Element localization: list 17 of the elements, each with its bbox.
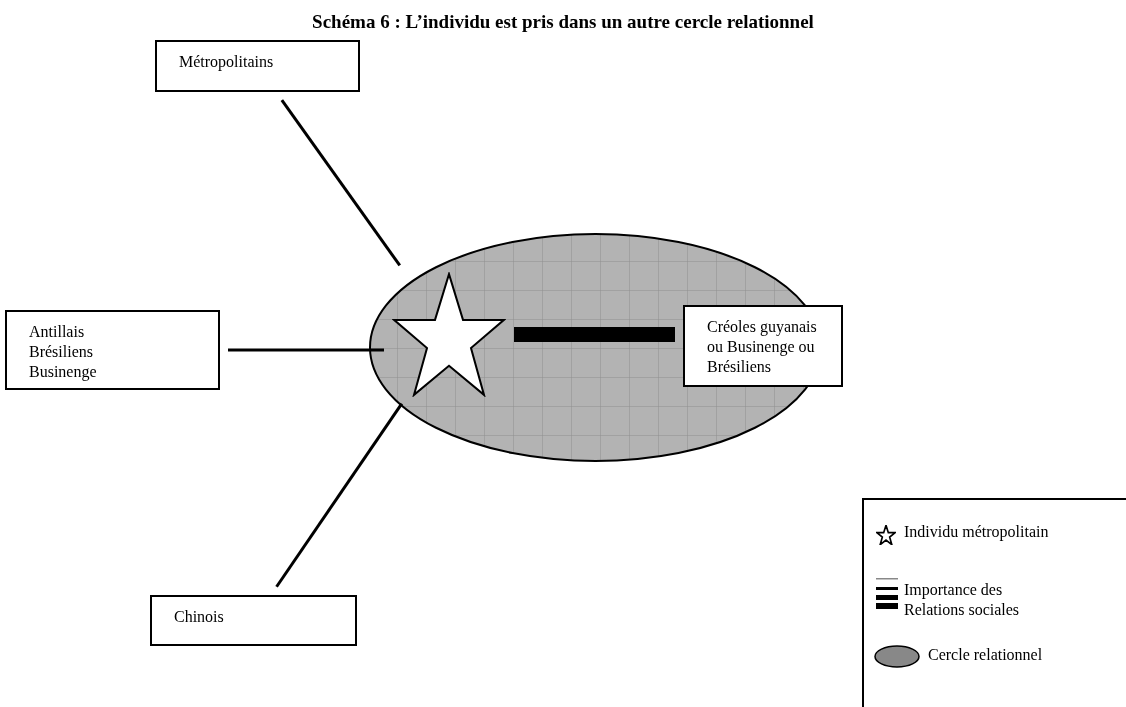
text-box xyxy=(150,595,357,646)
relation-line xyxy=(280,99,401,267)
relation-line xyxy=(275,402,403,588)
text-box xyxy=(683,305,843,387)
text-box xyxy=(5,310,220,390)
text-box xyxy=(155,40,360,92)
relation-line xyxy=(228,348,384,352)
star-shape xyxy=(392,272,506,397)
box-label: Créoles guyanais ou Businenge ou Brésiliens xyxy=(707,317,818,377)
box-label: Chinois xyxy=(174,607,225,627)
legend-label: Cercle relationnel xyxy=(928,645,1044,665)
thick-relation-line xyxy=(514,327,675,342)
legend-label: Importance des Relations sociales xyxy=(904,580,1021,620)
box-label: Antillais Brésiliens Businenge xyxy=(29,322,98,382)
legend-label: Individu métropolitain xyxy=(904,522,1050,542)
box-label: Métropolitains xyxy=(179,52,275,72)
diagram-title: Schéma 6 : L’individu est pris dans un autre cercle relationnel xyxy=(311,10,815,34)
